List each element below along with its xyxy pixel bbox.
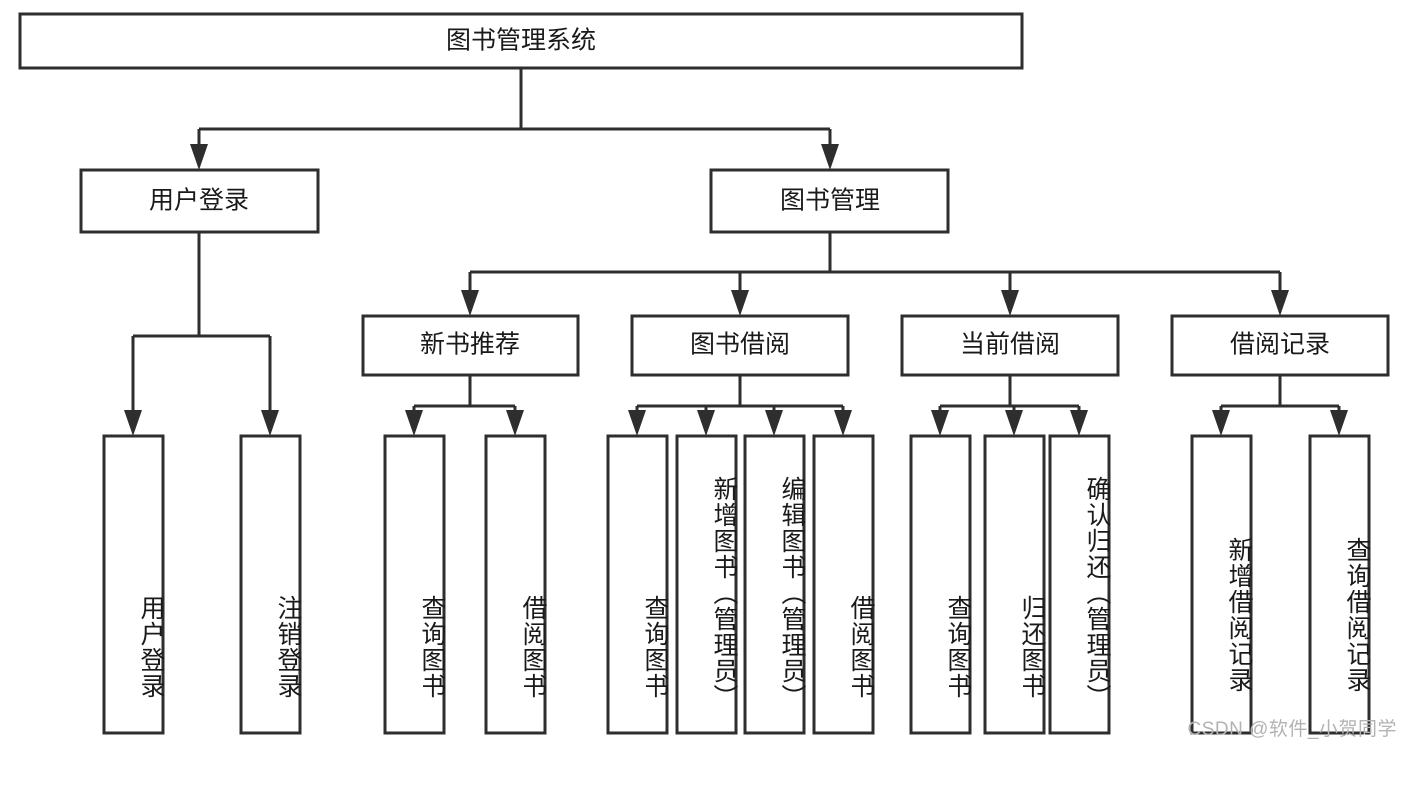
node-box-new-book-recommend[interactable] [361, 314, 580, 377]
arrow-head-leaf-query-borrow-record [1330, 410, 1348, 436]
node-box-borrow-record[interactable] [1170, 314, 1390, 377]
arrow-head-leaf-return-book [1005, 410, 1023, 436]
node-label-current-borrow: 当前借阅 [960, 331, 1060, 359]
arrow-head-book-management [821, 144, 839, 170]
connector-layer [124, 68, 1348, 436]
node-box-user-login[interactable] [79, 168, 320, 234]
node-label-root: 图书管理系统 [446, 27, 596, 55]
node-label-new-book-recommend: 新书推荐 [420, 331, 520, 359]
node-box-leaf-return-book[interactable] [983, 434, 1046, 735]
arrow-head-leaf-confirm-return-admin [1070, 410, 1088, 436]
arrow-head-leaf-query-book-borrow [628, 410, 646, 436]
node-box-book-management[interactable] [709, 168, 950, 234]
node-box-leaf-borrow-book[interactable] [812, 434, 875, 735]
diagram-canvas: 图书管理系统 用户登录 图书管理 新书推荐 图书借阅 当前借阅 借阅记录 [18, 12, 1390, 735]
arrow-head-book-borrow [731, 290, 749, 316]
node-box-current-borrow[interactable] [900, 314, 1120, 377]
node-layer: 图书管理系统 用户登录 图书管理 新书推荐 图书借阅 当前借阅 借阅记录 [18, 12, 1390, 735]
arrow-head-leaf-add-borrow-record [1212, 410, 1230, 436]
node-box-leaf-query-book-borrow[interactable] [606, 434, 669, 735]
node-label-book-borrow: 图书借阅 [690, 331, 790, 359]
hierarchy-diagram: 图书管理系统 用户登录 图书管理 新书推荐 图书借阅 当前借阅 借阅记录 [18, 12, 1397, 740]
arrow-head-leaf-query-book-current [931, 410, 949, 436]
node-label-user-login: 用户登录 [149, 187, 249, 215]
arrow-head-borrow-record [1271, 290, 1289, 316]
node-box-leaf-user-login[interactable] [102, 434, 165, 735]
arrow-head-leaf-borrow-book-recommend [506, 410, 524, 436]
node-box-book-borrow[interactable] [630, 314, 850, 377]
watermark-text: CSDN @软件_小贺同学 [1187, 719, 1397, 740]
arrow-head-new-book-recommend [461, 290, 479, 316]
node-box-leaf-confirm-return-admin[interactable] [1048, 434, 1111, 735]
node-box-leaf-add-borrow-record[interactable] [1190, 434, 1253, 735]
arrow-head-leaf-edit-book-admin [765, 410, 783, 436]
arrow-head-user-login [190, 144, 208, 170]
arrow-head-current-borrow [1001, 290, 1019, 316]
node-label-borrow-record: 借阅记录 [1230, 331, 1330, 359]
node-box-leaf-borrow-book-recommend[interactable] [484, 434, 547, 735]
node-box-leaf-query-book-current[interactable] [909, 434, 972, 735]
arrow-head-leaf-add-book-admin [697, 410, 715, 436]
arrow-head-leaf-borrow-book [834, 410, 852, 436]
node-box-leaf-user-logout[interactable] [239, 434, 302, 735]
arrow-head-leaf-user-login [124, 410, 142, 436]
node-box-root[interactable] [18, 12, 1024, 70]
node-box-leaf-add-book-admin[interactable] [675, 434, 738, 735]
node-box-leaf-edit-book-admin[interactable] [743, 434, 806, 735]
arrow-head-leaf-user-logout [261, 410, 279, 436]
arrow-head-leaf-query-book-recommend [405, 410, 423, 436]
node-label-book-management: 图书管理 [780, 187, 880, 215]
node-box-leaf-query-borrow-record[interactable] [1308, 434, 1371, 735]
node-box-leaf-query-book-recommend[interactable] [383, 434, 446, 735]
